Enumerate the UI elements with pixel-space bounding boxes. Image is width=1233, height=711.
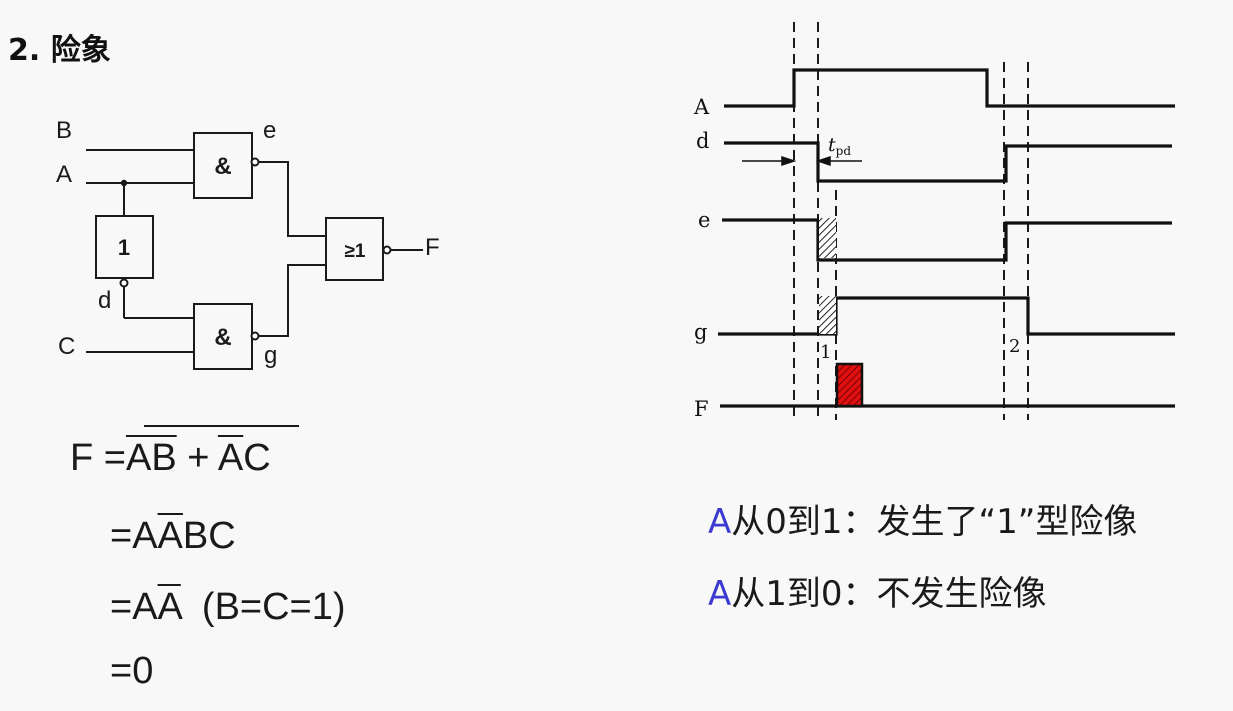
marker-1: 1 [820, 342, 831, 363]
wire-e [258, 161, 326, 237]
tpd-label: tpd [828, 134, 851, 158]
tpd-subscript: pd [836, 144, 852, 158]
junction-dot [120, 179, 128, 187]
node-label-d: d [98, 287, 111, 314]
note-signal: A [708, 502, 732, 542]
node-label-g: g [264, 342, 277, 369]
note-falling: A从1到0：不发生险像 [708, 574, 1047, 614]
inverter-gate-symbol: 1 [118, 235, 130, 260]
hatch-e [819, 218, 836, 258]
hatch-g [819, 296, 836, 334]
note-rising: A从0到1：发生了“1”型险像 [708, 502, 1138, 542]
input-label-c: C [58, 333, 75, 360]
and-gate-top [193, 132, 253, 199]
equation-line-3: =AA (B=C=1) [110, 586, 346, 628]
and-gate-top-symbol: & [214, 153, 231, 180]
waveform-a [724, 68, 1175, 108]
and-gate-bottom-symbol: & [214, 324, 231, 351]
equation-line-2: =AABC [110, 515, 236, 557]
signal-label-d: d [696, 129, 709, 153]
output-label-f: F [425, 234, 440, 261]
or-gate-symbol: ≥1 [345, 241, 366, 262]
term-ab: AB [125, 437, 177, 479]
bubble-e [250, 157, 260, 167]
marker-2: 2 [1009, 336, 1020, 357]
page-title: 2. 险象 [8, 33, 111, 68]
wire-g [258, 264, 326, 337]
input-label-a: A [56, 161, 72, 188]
term-a-bar: A [217, 437, 244, 479]
waveform-g [718, 296, 1175, 336]
inverter-gate [95, 215, 154, 279]
signal-label-a: A [693, 95, 710, 119]
waveform-d [724, 141, 1172, 183]
waveform-e [722, 218, 1172, 262]
signal-label-e: e [698, 208, 710, 232]
input-label-b: B [56, 117, 72, 144]
bubble-f [382, 245, 392, 255]
bubble-d [119, 278, 129, 288]
bubble-g [250, 331, 260, 341]
tpd-arrows [742, 155, 862, 167]
signal-label-g: g [694, 320, 707, 344]
timing-waveforms [718, 68, 1175, 408]
equation-line-4: =0 [110, 650, 154, 692]
equation-line-1: F =AB + AC [70, 437, 271, 479]
node-label-e: e [263, 117, 276, 144]
hazard-glitch [835, 362, 864, 408]
note-signal: A [708, 574, 732, 614]
signal-label-f: F [694, 397, 709, 421]
logic-circuit [86, 132, 423, 370]
